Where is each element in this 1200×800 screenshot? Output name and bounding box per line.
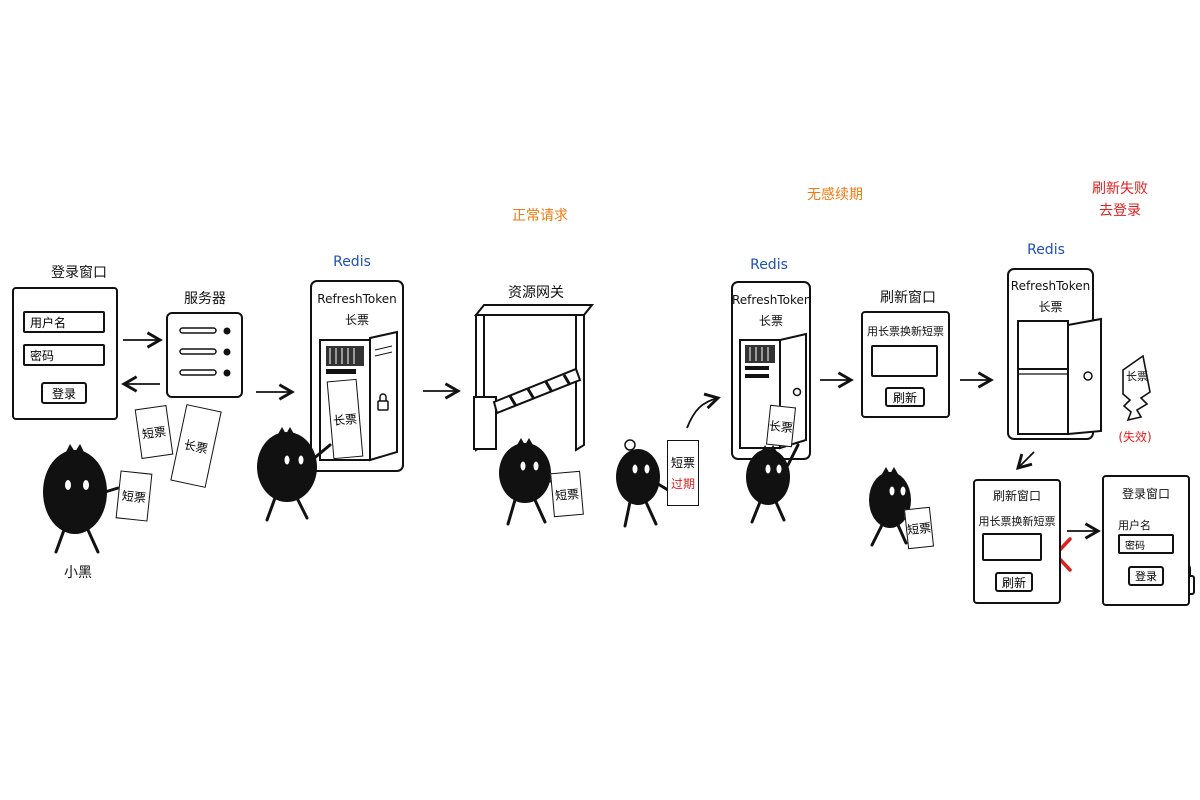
expired-ticket-text: 短票 xyxy=(670,456,695,470)
long-ticket-label-3: 长票 xyxy=(1038,300,1063,314)
character-5 xyxy=(746,443,800,524)
relogin-username-label: 用户名 xyxy=(1118,519,1151,532)
short-ticket-gateway: 短票 xyxy=(550,470,584,518)
short-ticket-new: 短票 xyxy=(903,506,935,550)
redis-box-3 xyxy=(1007,268,1102,440)
short-ticket: 短票 xyxy=(134,405,174,459)
long-ticket-retrieved: 长票 xyxy=(765,404,797,448)
server-label: 服务器 xyxy=(184,291,226,307)
refresh-token-label-3: RefreshToken xyxy=(1010,279,1091,293)
refresh-token-label-2: RefreshToken xyxy=(732,293,812,307)
relogin-window: 登录窗口 用户名 密码 登录 xyxy=(1102,475,1190,606)
character-name: 小黑 xyxy=(64,565,92,581)
exchange-text-2: 用长票换新短票 xyxy=(978,515,1056,528)
login-window: 用户名 密码 登录 xyxy=(12,287,118,420)
refresh-field-2[interactable] xyxy=(982,533,1042,561)
refresh-field-1[interactable] xyxy=(871,345,938,377)
long-ticket-label-1: 长票 xyxy=(344,313,369,327)
arrow-curve-to-redis xyxy=(686,392,721,429)
normal-request-label: 正常请求 xyxy=(512,208,568,224)
relogin-password-field[interactable]: 密码 xyxy=(1118,534,1174,554)
redis-label-1: Redis xyxy=(333,254,371,270)
gateway-label: 资源网关 xyxy=(508,285,564,301)
torn-ticket-label: 长票 xyxy=(1126,370,1148,383)
server-icon xyxy=(166,312,243,398)
refresh-token-label-1: RefreshToken xyxy=(317,292,397,306)
redis-label-2: Redis xyxy=(750,257,788,273)
refresh-failed-line2: 去登录 xyxy=(1099,203,1141,219)
refresh-failed-line1: 刷新失败 xyxy=(1092,181,1148,197)
invalid-label: (失效) xyxy=(1118,430,1152,444)
character-3 xyxy=(499,438,562,526)
login-window-title: 登录窗口 xyxy=(51,265,107,281)
refresh-button-1[interactable]: 刷新 xyxy=(885,387,925,407)
login-button[interactable]: 登录 xyxy=(41,382,87,404)
relogin-button[interactable]: 登录 xyxy=(1128,566,1164,586)
refresh-button-2[interactable]: 刷新 xyxy=(995,572,1033,592)
short-ticket-held: 短票 xyxy=(115,470,153,522)
refresh-window-2: 刷新窗口 用长票换新短票 刷新 xyxy=(973,479,1061,604)
torn-ticket-icon xyxy=(1122,354,1151,422)
refresh-failed-label: 刷新失败 去登录 xyxy=(1080,178,1160,222)
character-xiaohei xyxy=(43,444,120,554)
arrow-down-left xyxy=(1015,451,1035,471)
expired-ticket: 短票 过期 xyxy=(667,440,699,506)
refresh-window-title-2: 刷新窗口 xyxy=(992,489,1041,503)
long-ticket-label-2: 长票 xyxy=(758,314,783,328)
username-field[interactable]: 用户名 xyxy=(23,311,105,333)
seamless-renewal-label: 无感续期 xyxy=(807,187,863,203)
character-6 xyxy=(869,467,918,547)
relogin-window-title: 登录窗口 xyxy=(1121,487,1170,501)
refresh-window-1: 用长票换新短票 刷新 xyxy=(861,311,950,418)
character-4 xyxy=(616,439,670,528)
expired-label: 过期 xyxy=(670,477,695,491)
redis-label-3: Redis xyxy=(1027,242,1065,258)
refresh-window-title-1: 刷新窗口 xyxy=(880,290,936,306)
exchange-text-1: 用长票换新短票 xyxy=(867,325,944,338)
character-2 xyxy=(257,427,332,522)
password-field[interactable]: 密码 xyxy=(23,344,105,366)
gateway-icon xyxy=(473,304,595,452)
